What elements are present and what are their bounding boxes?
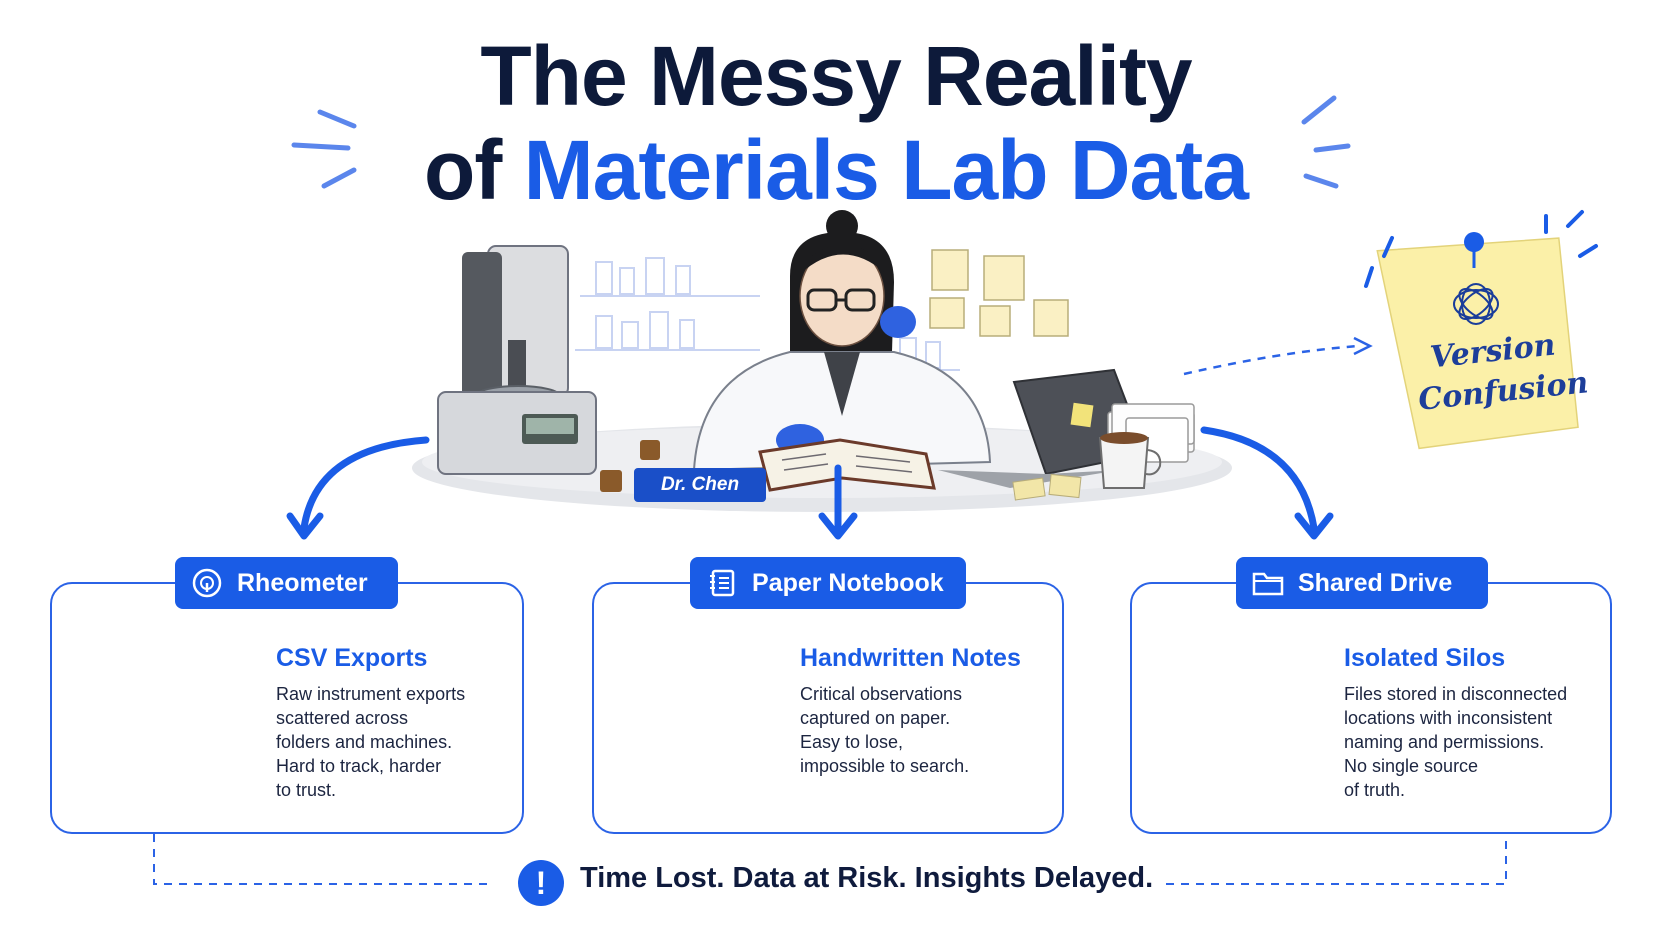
note-pointer-arrow [1183,344,1359,376]
tab-paper-notebook-label: Paper Notebook [752,568,944,597]
card-paper-notebook [592,582,1064,834]
sample-jars [600,440,660,492]
tangle-icon [1453,283,1499,325]
card-body-isolated-silos: Files stored in disconnected locations w… [1344,684,1568,800]
tab-paper-notebook: Paper Notebook [690,557,966,609]
footer-message: Time Lost. Data at Risk. Insights Delaye… [580,862,1154,894]
flow-arrows [300,426,1318,532]
card-body-handwritten-notes: Critical observations captured on paper.… [800,684,970,776]
card-rheometer [50,582,524,834]
sparkle-left-icon [291,109,357,189]
wall-notes [929,249,1069,337]
alert-icon: ! [518,860,564,906]
tab-shared-drive-label: Shared Drive [1298,568,1453,597]
coffee-mug [1098,432,1162,489]
card-body-csv-exports: Raw instrument exports scattered across … [276,684,466,800]
title-prefix: of [424,123,524,217]
card-heading-isolated-silos: Isolated Silos [1344,644,1506,672]
rheometer-machine [437,245,597,475]
card-heading-csv-exports: CSV Exports [276,644,428,672]
tab-shared-drive: Shared Drive [1236,557,1488,609]
desk-sticky-notes [1012,473,1082,501]
folder-icon [1252,567,1284,599]
title-accent: Materials Lab Data [523,123,1249,217]
scientist-figure [692,210,992,472]
tab-rheometer: Rheometer [175,557,398,609]
gauge-icon [191,567,223,599]
title-line-2: of Materials Lab Data [0,122,1672,219]
notebook-icon [706,567,738,599]
version-confusion-note [1376,232,1579,450]
nameplate-dr-chen: Dr. Chen [634,468,766,502]
card-heading-handwritten-notes: Handwritten Notes [800,644,1021,672]
bottom-bracket [153,834,1507,885]
open-notebook [758,438,936,492]
note-sparkle-icon [1364,210,1598,288]
title-line-1: The Messy Reality [480,29,1192,123]
csv-badge: CSV [116,725,162,750]
lab-shelves [575,257,960,371]
sparkle-right-icon [1301,95,1351,189]
tab-rheometer-label: Rheometer [237,568,368,597]
